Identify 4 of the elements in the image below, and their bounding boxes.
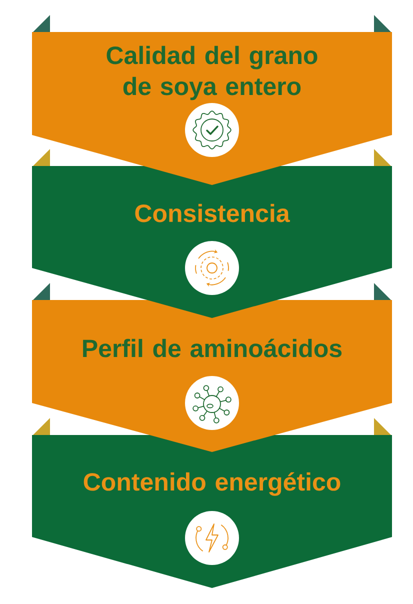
- chevron-band: Calidad del grano de soya entero: [32, 32, 392, 185]
- chevron-band: Contenido energético: [32, 435, 392, 588]
- chevron-band: Consistencia: [32, 166, 392, 318]
- chevron-band: Perfil de aminoácidos: [32, 300, 392, 452]
